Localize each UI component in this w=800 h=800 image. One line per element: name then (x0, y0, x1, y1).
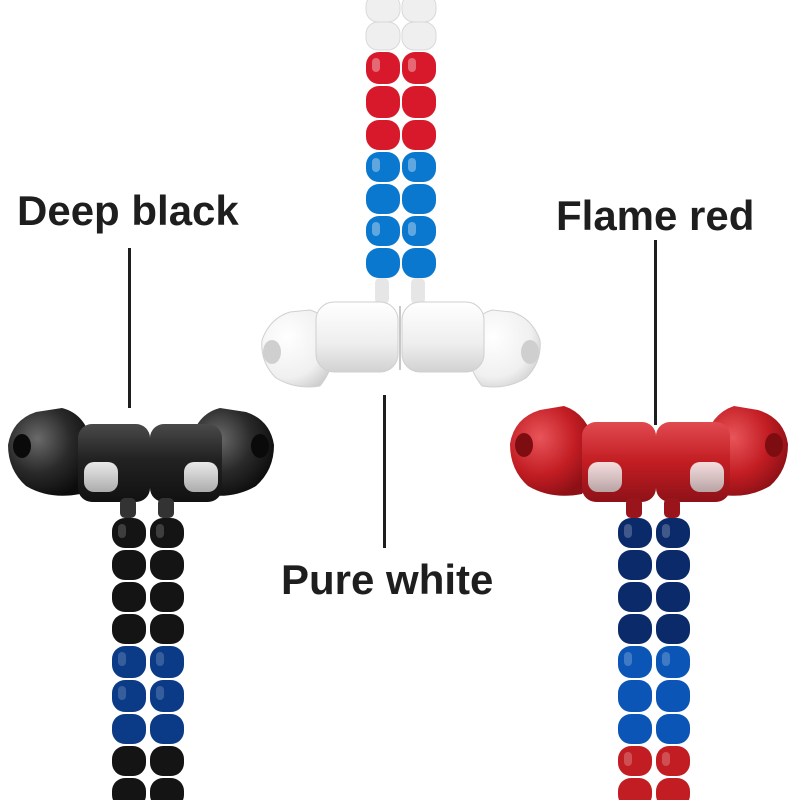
black-earphone-bead-strand (112, 518, 184, 800)
flame-red-label: Flame red (556, 192, 755, 239)
red-earphone (510, 406, 788, 518)
flame-red-callout-line (654, 240, 657, 425)
pure-white-callout-line (383, 395, 386, 548)
pure-white-label: Pure white (281, 556, 494, 603)
deep-black-label: Deep black (17, 187, 239, 234)
red-earphone-bead-strand (618, 518, 690, 800)
black-earphone (8, 408, 274, 518)
white-earphone-bead-strand (365, 0, 437, 304)
white-earphone (261, 301, 541, 388)
deep-black-callout-line (128, 248, 131, 408)
